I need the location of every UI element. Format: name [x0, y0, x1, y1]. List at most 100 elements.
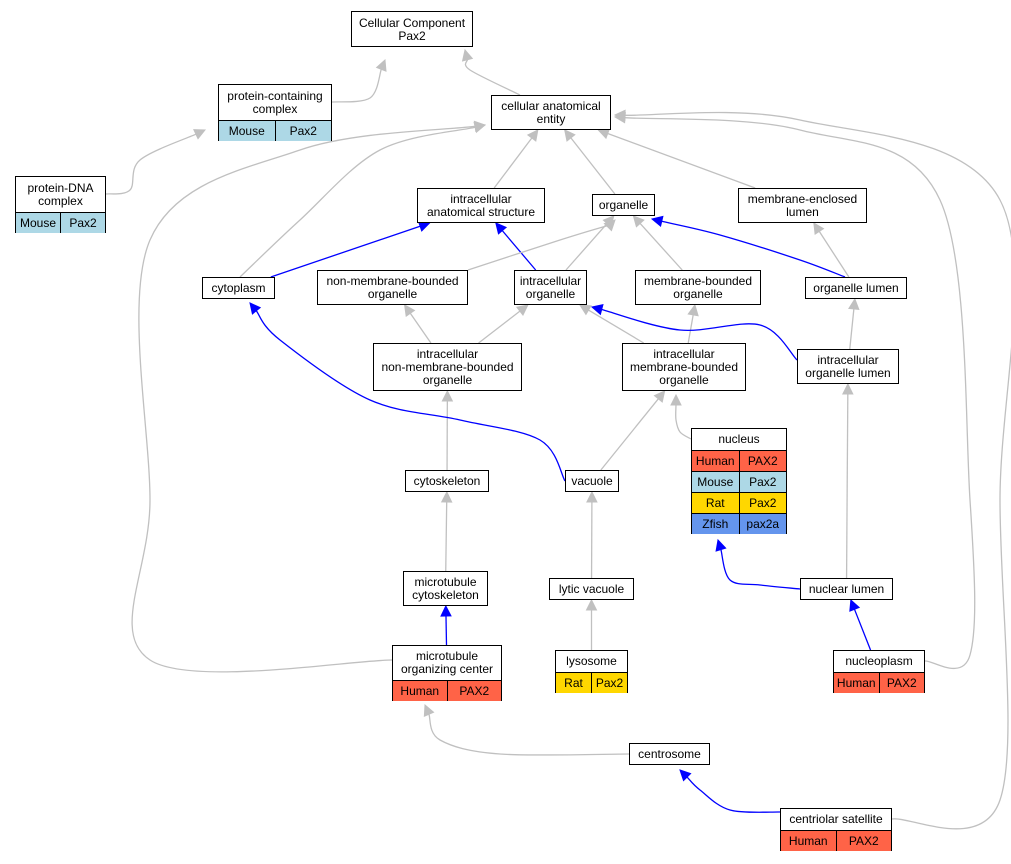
- node-organelle-lumen[interactable]: organelle lumen: [805, 277, 907, 299]
- edge-part-of-21: [601, 308, 798, 361]
- edge-arrowhead-30: [715, 538, 727, 552]
- node-cellular-component[interactable]: Cellular Component Pax2: [351, 11, 473, 47]
- edge-is-a-28: [445, 501, 448, 572]
- edge-is-a-1: [464, 59, 521, 96]
- edge-part-of-15: [661, 220, 846, 278]
- node-nuclear-lumen[interactable]: nuclear lumen: [800, 578, 893, 600]
- node-intracellular-nmb-organelle[interactable]: intracellular non-membrane-bounded organ…: [373, 343, 522, 391]
- gene-cell: PAX2: [878, 673, 925, 693]
- edge-is-a-8: [624, 117, 976, 669]
- gene-cell: Pax2: [274, 121, 332, 141]
- species-cell: Zfish: [702, 516, 729, 531]
- edge-arrowhead-20: [687, 303, 699, 317]
- edge-arrowhead-26: [670, 393, 682, 406]
- node-microtubule-cytoskeleton[interactable]: microtubule cytoskeleton: [403, 571, 488, 606]
- edge-arrowhead-23: [441, 389, 454, 402]
- node-label: intracellular organelle lumen: [805, 353, 891, 380]
- edge-part-of-35: [686, 776, 781, 813]
- node-label: lysosome: [566, 654, 617, 668]
- node-intracellular-organelle-lumen[interactable]: intracellular organelle lumen: [797, 349, 899, 384]
- edge-arrowhead-0: [375, 58, 387, 72]
- edge-is-a-2: [105, 133, 197, 195]
- node-label: centriolar satellite: [789, 812, 883, 826]
- edge-arrowhead-25: [653, 390, 666, 403]
- species-cell: Human: [788, 833, 828, 848]
- annotation-row: Rat Pax2: [556, 672, 627, 693]
- node-label: lytic vacuole: [558, 582, 625, 596]
- species-cell: Rat: [705, 495, 725, 510]
- node-label: Cellular Component Pax2: [358, 15, 466, 43]
- edge-is-a-6: [239, 126, 476, 278]
- gene-cell: Pax2: [738, 493, 787, 513]
- edge-arrowhead-32: [585, 598, 598, 611]
- node-membrane-bounded-organelle[interactable]: membrane-bounded organelle: [635, 270, 761, 305]
- species-cell: Rat: [564, 675, 583, 690]
- gene-cell: PAX2: [446, 681, 502, 701]
- node-label: centrosome: [638, 747, 701, 761]
- edge-is-a-34: [428, 713, 630, 756]
- node-cytoplasm[interactable]: cytoplasm: [202, 277, 275, 299]
- node-label: nucleus: [718, 432, 760, 446]
- edge-arrowhead-18: [515, 304, 529, 317]
- node-label: intracellular anatomical structure: [426, 192, 536, 219]
- gene-cell: Pax2: [591, 673, 627, 693]
- node-label: non-membrane-bounded organelle: [326, 274, 459, 301]
- edge-arrowhead-2: [193, 129, 207, 140]
- node-label: cellular anatomical entity: [501, 99, 601, 126]
- node-cellular-anatomical-entity[interactable]: cellular anatomical entity: [491, 95, 611, 130]
- edge-arrowhead-19: [578, 304, 592, 316]
- node-intracellular-organelle[interactable]: intracellular organelle: [514, 270, 587, 305]
- edge-arrowhead-22: [848, 297, 860, 311]
- edge-arrowhead-13: [602, 215, 615, 228]
- node-label: membrane-bounded organelle: [643, 274, 753, 301]
- edge-arrowhead-27: [842, 382, 854, 395]
- node-membrane-enclosed-lumen[interactable]: membrane-enclosed lumen: [738, 188, 867, 223]
- species-cell: Mouse: [697, 474, 734, 489]
- species-cell: Human: [695, 453, 735, 468]
- edge-arrowhead-3: [526, 129, 539, 142]
- node-intracellular-anatomical-structure[interactable]: intracellular anatomical structure: [417, 188, 545, 223]
- node-vacuole[interactable]: vacuole: [565, 470, 619, 492]
- edge-arrowhead-14: [632, 215, 645, 228]
- species-cell: Human: [836, 675, 876, 690]
- edge-is-a-0: [331, 69, 382, 103]
- node-non-membrane-bounded-organelle[interactable]: non-membrane-bounded organelle: [317, 270, 468, 305]
- edge-is-a-25: [600, 398, 659, 471]
- node-centrosome[interactable]: centrosome: [629, 743, 710, 765]
- edge-is-a-20: [687, 314, 694, 344]
- edge-arrowhead-7: [473, 120, 487, 133]
- node-label: cytoplasm: [211, 281, 266, 295]
- node-label: vacuole: [571, 474, 613, 488]
- node-intracellular-mb-organelle[interactable]: intracellular membrane-bounded organelle: [622, 343, 746, 391]
- node-label: protein-containing complex: [227, 88, 323, 116]
- node-organelle[interactable]: organelle: [592, 194, 655, 216]
- node-label: microtubule cytoskeleton: [412, 575, 479, 602]
- node-label: microtubule organizing center: [400, 649, 494, 676]
- edge-arrowhead-29: [586, 490, 598, 503]
- node-label: intracellular organelle: [519, 274, 582, 301]
- node-label: nuclear lumen: [808, 582, 885, 596]
- node-lytic-vacuole[interactable]: lytic vacuole: [549, 578, 634, 600]
- edge-is-a-7: [131, 125, 476, 673]
- edge-part-of-10: [270, 225, 421, 278]
- node-cytoskeleton[interactable]: cytoskeleton: [405, 470, 489, 492]
- edge-is-a-26: [675, 404, 692, 440]
- node-label: organelle: [598, 198, 649, 212]
- edge-part-of-11: [501, 230, 537, 271]
- edge-is-a-13: [565, 223, 608, 271]
- edge-is-a-12: [467, 223, 614, 271]
- edge-arrowhead-16: [813, 222, 825, 235]
